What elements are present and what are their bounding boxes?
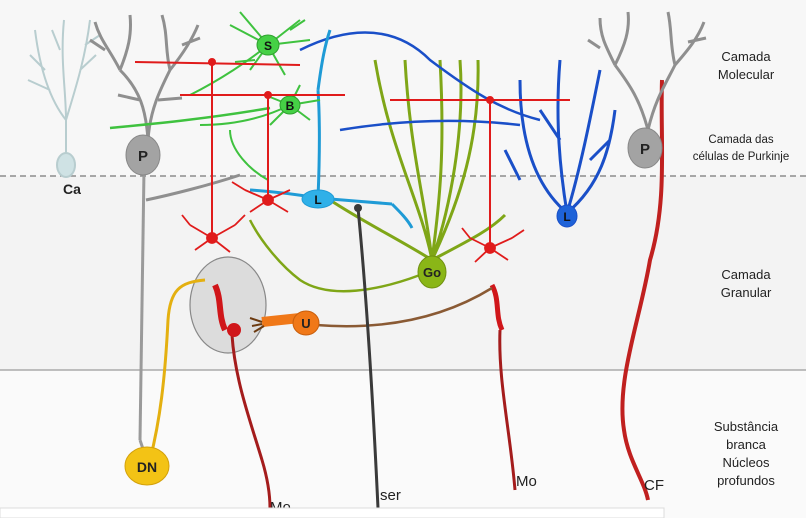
white-matter-line-3: Núcleos xyxy=(686,454,806,472)
molecular-layer-line-1: Camada xyxy=(686,48,806,66)
serotonergic-terminal xyxy=(354,204,362,212)
granular-layer-line-2: Granular xyxy=(686,284,806,302)
candelabrum-label: Ca xyxy=(63,181,81,197)
stellate-label: S xyxy=(264,39,272,53)
purkinje-layer-line-2: células de Purkinje xyxy=(676,149,806,166)
lugaro-right-label: L xyxy=(563,210,570,224)
climbing-fiber-label: CF xyxy=(644,477,664,494)
molecular-layer-label: Camada Molecular xyxy=(686,48,806,84)
unipolar-brush-label: U xyxy=(301,316,310,331)
purkinje-right-label: P xyxy=(640,141,650,158)
bottom-frame xyxy=(0,508,664,518)
mossy-fiber-right-label: Mo xyxy=(516,473,537,490)
granular-layer-label: Camada Granular xyxy=(686,266,806,302)
granular-layer-line-1: Camada xyxy=(686,266,806,284)
purkinje-layer-label: Camada das células de Purkinje xyxy=(676,132,806,166)
molecular-layer-line-2: Molecular xyxy=(686,66,806,84)
white-matter-line-2: branca xyxy=(686,436,806,454)
purkinje-layer-line-1: Camada das xyxy=(676,132,806,149)
basket-label: B xyxy=(286,99,295,113)
purkinje-left-label: P xyxy=(138,148,148,165)
white-matter-line-1: Substância xyxy=(686,418,806,436)
glomerulus xyxy=(190,257,266,353)
lugaro-middle-label: L xyxy=(314,193,321,207)
golgi-label: Go xyxy=(423,265,441,280)
serotonergic-fiber-label: ser xyxy=(380,487,401,504)
white-matter-line-4: profundos xyxy=(686,472,806,490)
dentate-nucleus-label: DN xyxy=(137,459,157,475)
white-matter-label: Substância branca Núcleos profundos xyxy=(686,418,806,490)
